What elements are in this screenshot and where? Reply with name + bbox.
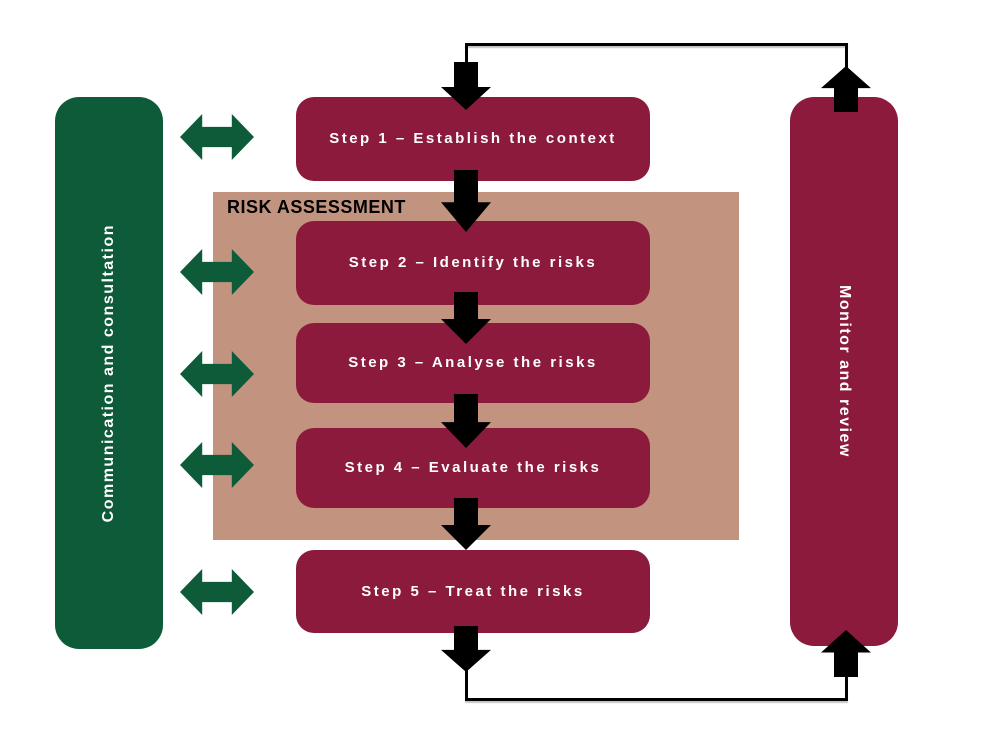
step-5-box: Step 5 – Treat the risks	[296, 550, 650, 633]
top-connector-right-drop	[845, 43, 848, 71]
step-2-box: Step 2 – Identify the risks	[296, 221, 650, 305]
communication-bar-label: Communication and consultation	[100, 223, 117, 523]
step-2-label: Step 2 – Identify the risks	[348, 254, 598, 272]
bidirectional-arrow-icon-step1	[180, 114, 254, 160]
communication-bar: Communication and consultation	[55, 97, 163, 649]
step-4-label: Step 4 – Evaluate the risks	[344, 459, 602, 477]
monitor-bar: Monitor and review	[790, 97, 898, 646]
step-3-box: Step 3 – Analyse the risks	[296, 323, 650, 403]
bidirectional-arrow-icon-step5	[180, 569, 254, 615]
step-1-box: Step 1 – Establish the context	[296, 97, 650, 181]
monitor-bar-label: Monitor and review	[836, 285, 853, 458]
step-1-label: Step 1 – Establish the context	[329, 130, 617, 148]
top-connector-line	[465, 43, 848, 46]
bottom-connector-left-drop	[465, 668, 468, 701]
step-4-box: Step 4 – Evaluate the risks	[296, 428, 650, 508]
bottom-connector-right-rise	[845, 674, 848, 701]
top-connector-left-drop	[465, 43, 468, 65]
bottom-connector-line	[465, 698, 848, 701]
step-3-label: Step 3 – Analyse the risks	[348, 354, 598, 372]
risk-assessment-label: RISK ASSESSMENT	[227, 197, 406, 217]
step-5-label: Step 5 – Treat the risks	[361, 582, 585, 600]
